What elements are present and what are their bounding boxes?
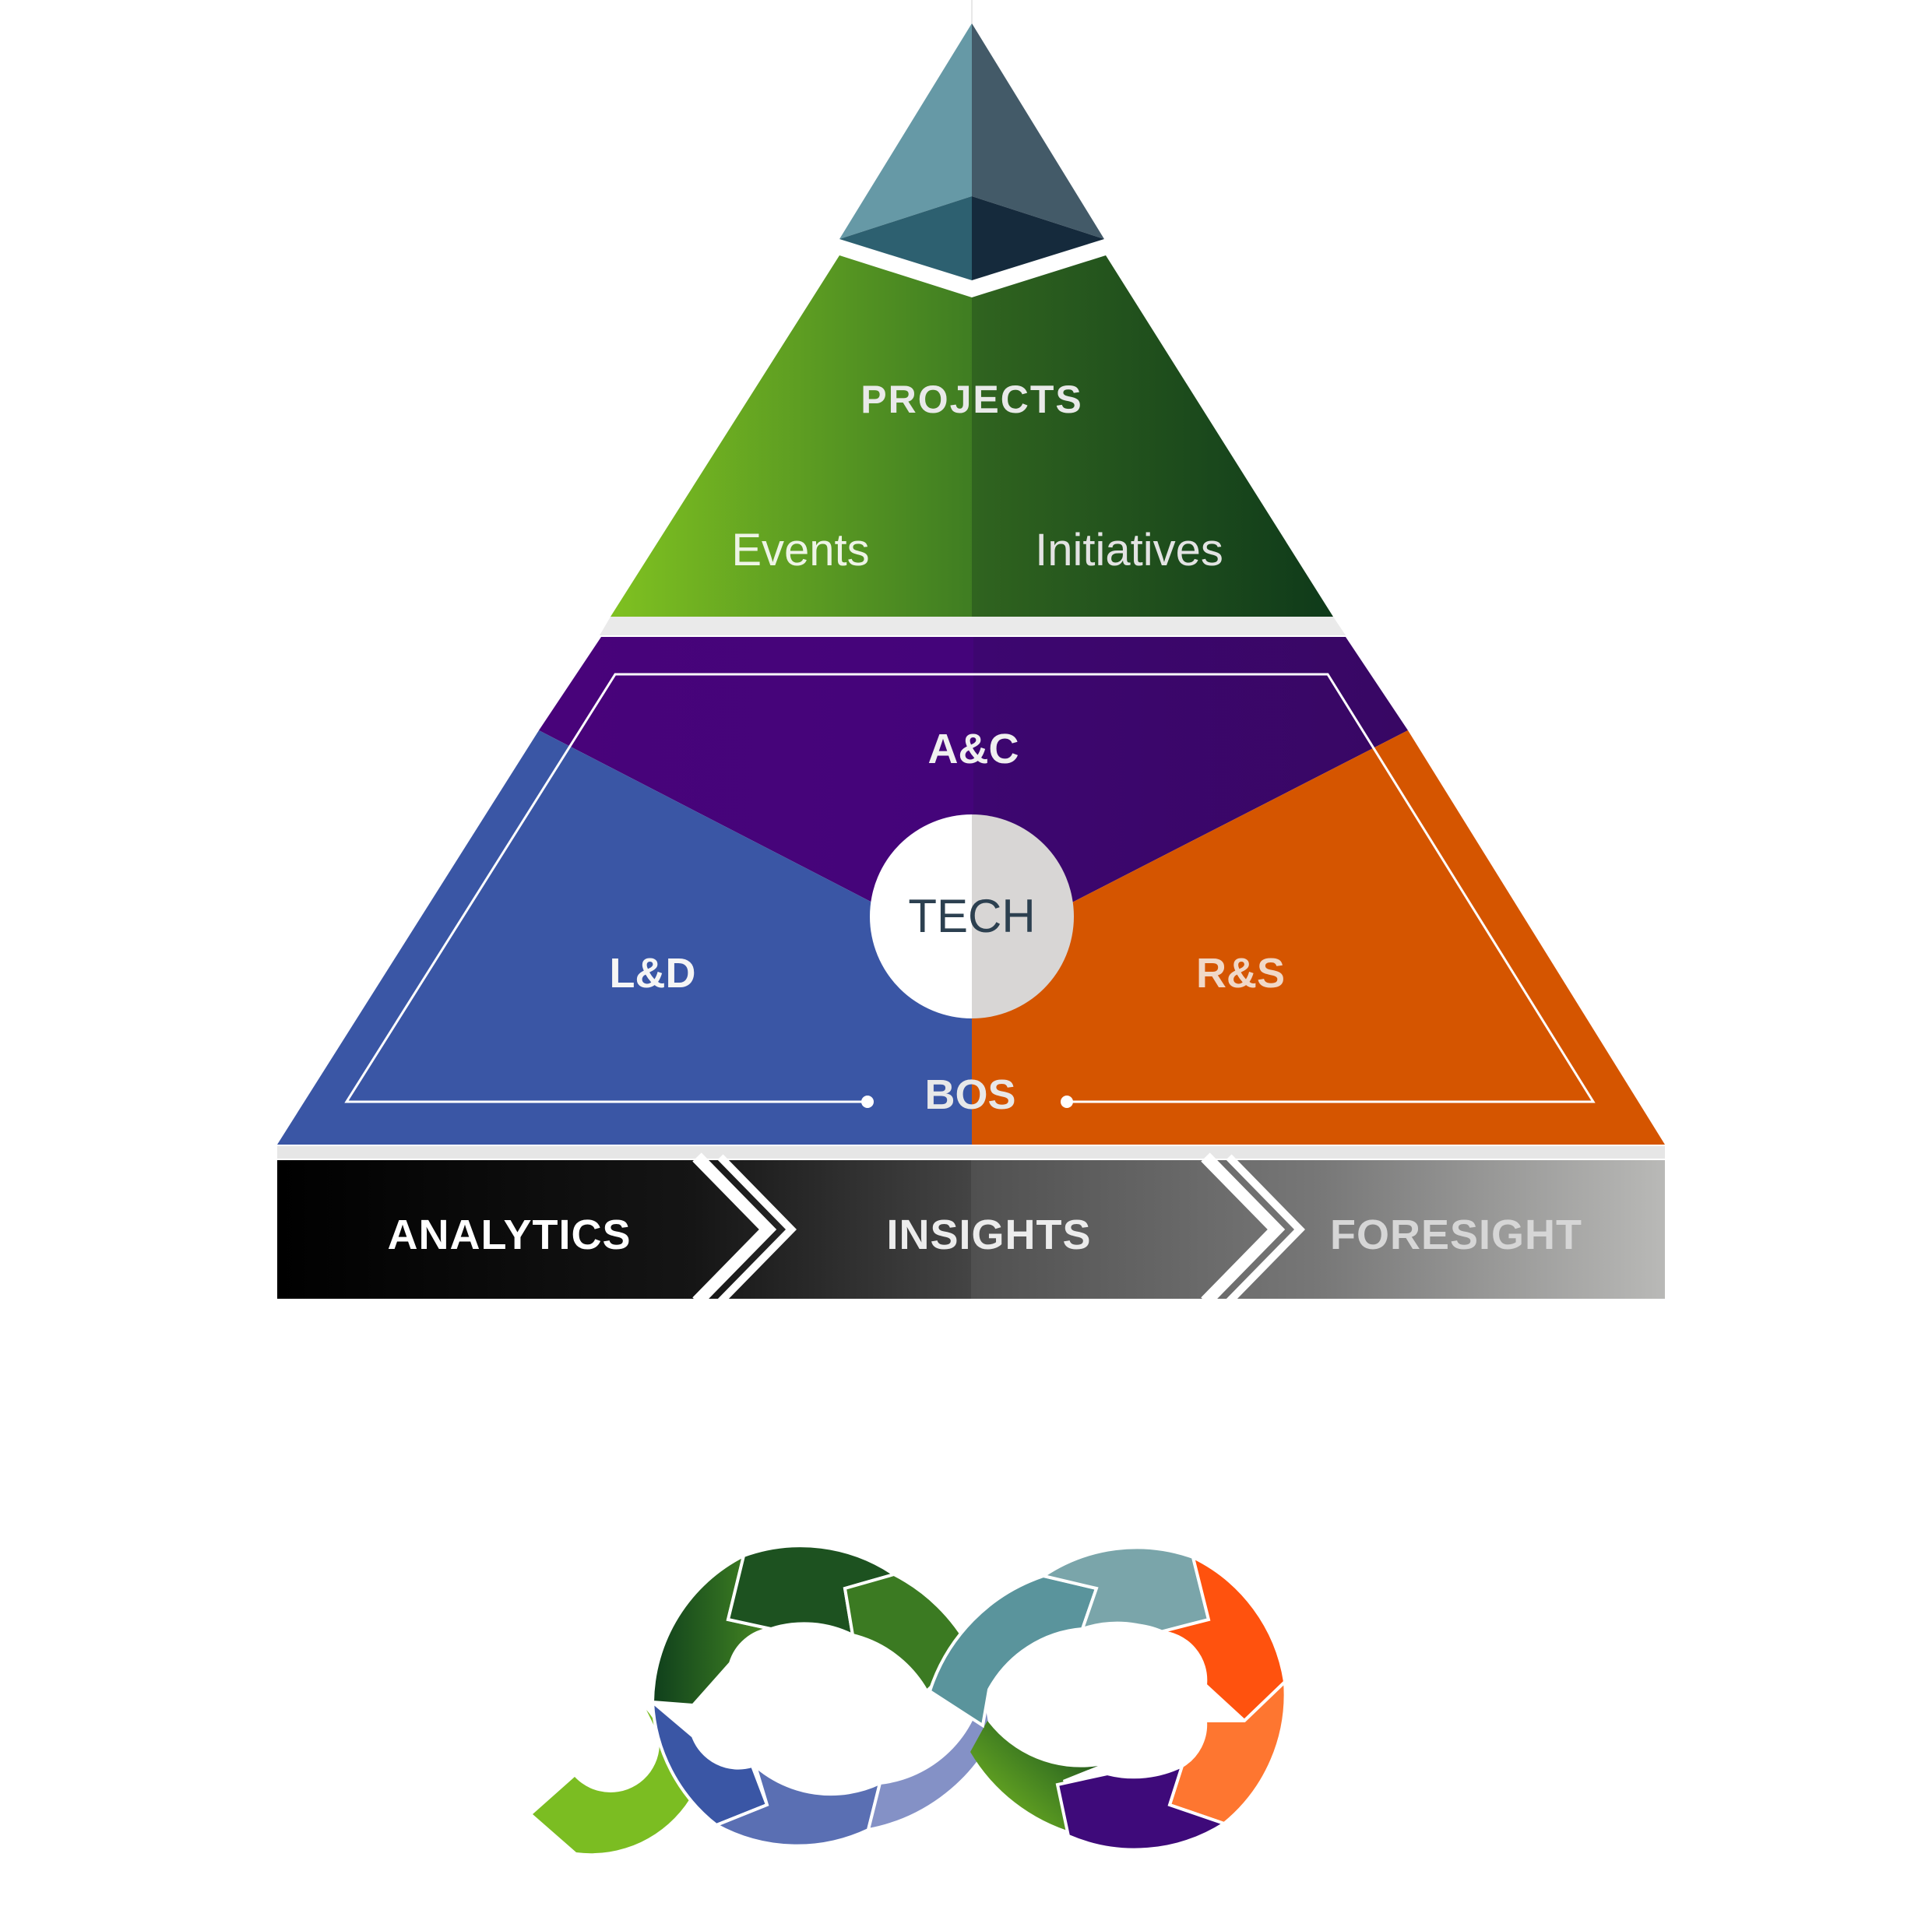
projects-section: PROJECTS Events Initiatives (611, 255, 1333, 617)
projects-band-background (611, 255, 1333, 617)
analytics-band: ANALYTICS INSIGHTS FORESIGHT (277, 1152, 1665, 1307)
outline-dot-left (861, 1096, 874, 1108)
apex-bottom-right-facet (972, 196, 1104, 280)
core-section: TECH A&C L&D R&S BOS (277, 637, 1665, 1145)
analytics-label: ANALYTICS (387, 1212, 631, 1258)
outline-dot-right (1061, 1096, 1073, 1108)
tech-circle: TECH (870, 814, 1074, 1018)
inner-outline-left (344, 673, 972, 1103)
ac-label: A&C (928, 726, 1019, 772)
rs-segment (972, 730, 1665, 1145)
apex-bottom-left-facet (839, 196, 972, 280)
inner-outline-right (972, 673, 1596, 1103)
projects-title: PROJECTS (860, 378, 1083, 421)
rs-label: R&S (1196, 950, 1285, 997)
core-separator (277, 1146, 1665, 1159)
logo-right-hole (1054, 1623, 1207, 1771)
apex-left-face (839, 23, 972, 239)
ld-segment (277, 730, 972, 1145)
pyramid-apex (839, 0, 1104, 280)
ac-segment (539, 637, 1408, 954)
chevron-2 (717, 1154, 797, 1305)
logo-purple-bottom (1055, 1763, 1228, 1852)
logo-tail-arrow (533, 1710, 690, 1854)
insights-label: INSIGHTS (886, 1212, 1091, 1258)
chevron-4 (1226, 1154, 1305, 1305)
tech-label: TECH (908, 890, 1035, 942)
foresight-label: FORESIGHT (1330, 1212, 1582, 1258)
apex-right-face (972, 23, 1104, 239)
events-label: Events (731, 525, 869, 575)
logo-left-hole (730, 1623, 883, 1771)
initiatives-label: Initiatives (1035, 525, 1223, 575)
chevron-1 (692, 1152, 777, 1307)
logo-green-to-cross (843, 1572, 973, 1694)
green-separator (600, 617, 1346, 635)
chevron-3 (1201, 1152, 1286, 1307)
infinity-cycle-logo (533, 1544, 1287, 1854)
logo-left-dark-green (650, 1553, 772, 1708)
band-background (277, 1160, 1665, 1299)
ld-label: L&D (610, 950, 696, 997)
logo-orange-upper (1160, 1554, 1287, 1723)
bos-label: BOS (924, 1071, 1015, 1118)
